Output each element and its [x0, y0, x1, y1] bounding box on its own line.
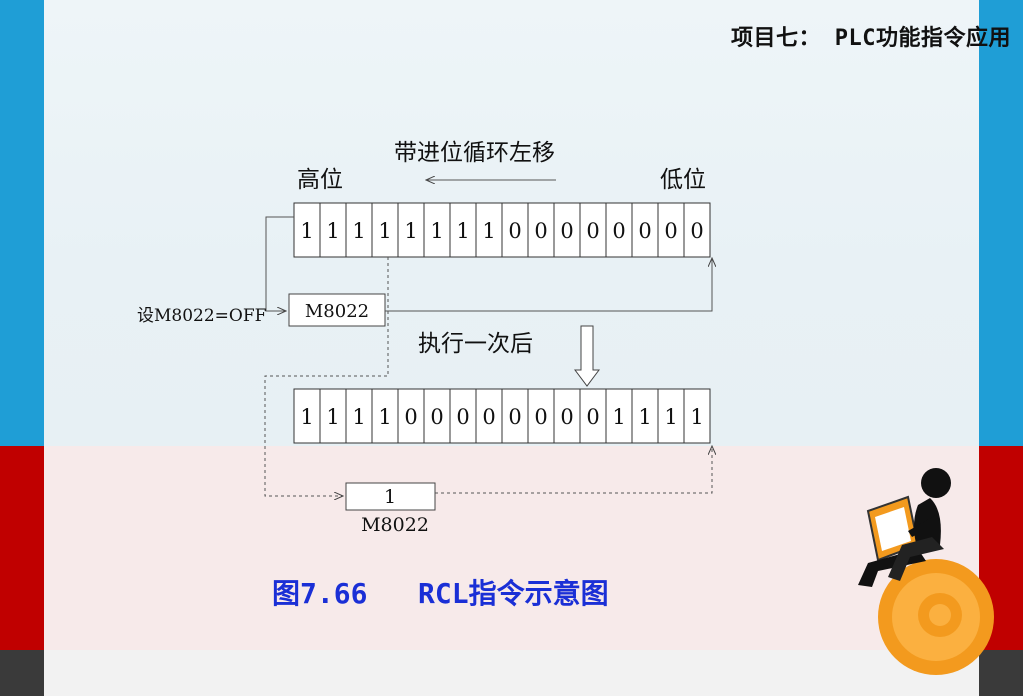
carry-box-after [345, 482, 436, 511]
bit-value: 1 [300, 405, 313, 429]
bit-value: 0 [664, 219, 677, 243]
carry-to-low-line [385, 258, 712, 312]
bit-value: 1 [300, 219, 313, 243]
bit-value: 0 [430, 405, 443, 429]
bit-value: 0 [508, 405, 521, 429]
bit-value: 0 [612, 219, 625, 243]
bit-value: 0 [560, 219, 573, 243]
bit-value: 1 [326, 405, 339, 429]
figure-caption: 图7.66 RCL指令示意图 [272, 577, 609, 610]
carry-box-after-value: 1 [384, 486, 396, 508]
set-m8022-label: 设M8022=OFF [137, 306, 267, 326]
bit-value: 1 [456, 219, 469, 243]
bit-value: 1 [378, 219, 391, 243]
bit-value: 1 [430, 219, 443, 243]
slide-background [44, 0, 979, 696]
carry-box-before [288, 293, 386, 327]
bit-value: 1 [352, 219, 365, 243]
bit-value: 1 [482, 219, 495, 243]
bit-value: 1 [664, 405, 677, 429]
carry-in-line [265, 216, 294, 311]
bit-value: 1 [326, 219, 339, 243]
bit-value: 0 [482, 405, 495, 429]
carry-box-after-label: M8022 [361, 514, 429, 536]
bit-value: 0 [508, 219, 521, 243]
bit-value: 1 [378, 405, 391, 429]
left-frame [0, 0, 44, 696]
bit-value: 0 [534, 219, 547, 243]
carry-box-before-label: M8022 [305, 301, 369, 322]
bit-value: 0 [534, 405, 547, 429]
bit-value: 1 [638, 405, 651, 429]
bit-value: 0 [404, 405, 417, 429]
high-bit-dashed-path [264, 257, 389, 496]
bit-value: 0 [586, 405, 599, 429]
bit-value: 1 [612, 405, 625, 429]
bit-value: 0 [690, 219, 703, 243]
bit-value: 1 [690, 405, 703, 429]
bit-cell [683, 202, 711, 258]
bit-value: 1 [352, 405, 365, 429]
bit-value: 0 [638, 219, 651, 243]
down-hollow-arrow [574, 325, 600, 387]
low-bit-label: 低位 [660, 167, 706, 193]
high-bit-label: 高位 [297, 167, 343, 193]
bit-value: 1 [404, 219, 417, 243]
bit-value: 0 [586, 219, 599, 243]
person-laptop-at-icon [858, 468, 994, 675]
bit-cell [683, 388, 711, 444]
shift-label: 带进位循环左移 [394, 140, 555, 166]
bit-value: 0 [456, 405, 469, 429]
carry-to-low-dashed-path [435, 446, 712, 494]
bit-value: 0 [560, 405, 573, 429]
after-once-label: 执行一次后 [418, 331, 533, 357]
header-title: 项目七： PLC功能指令应用 [731, 26, 1011, 51]
